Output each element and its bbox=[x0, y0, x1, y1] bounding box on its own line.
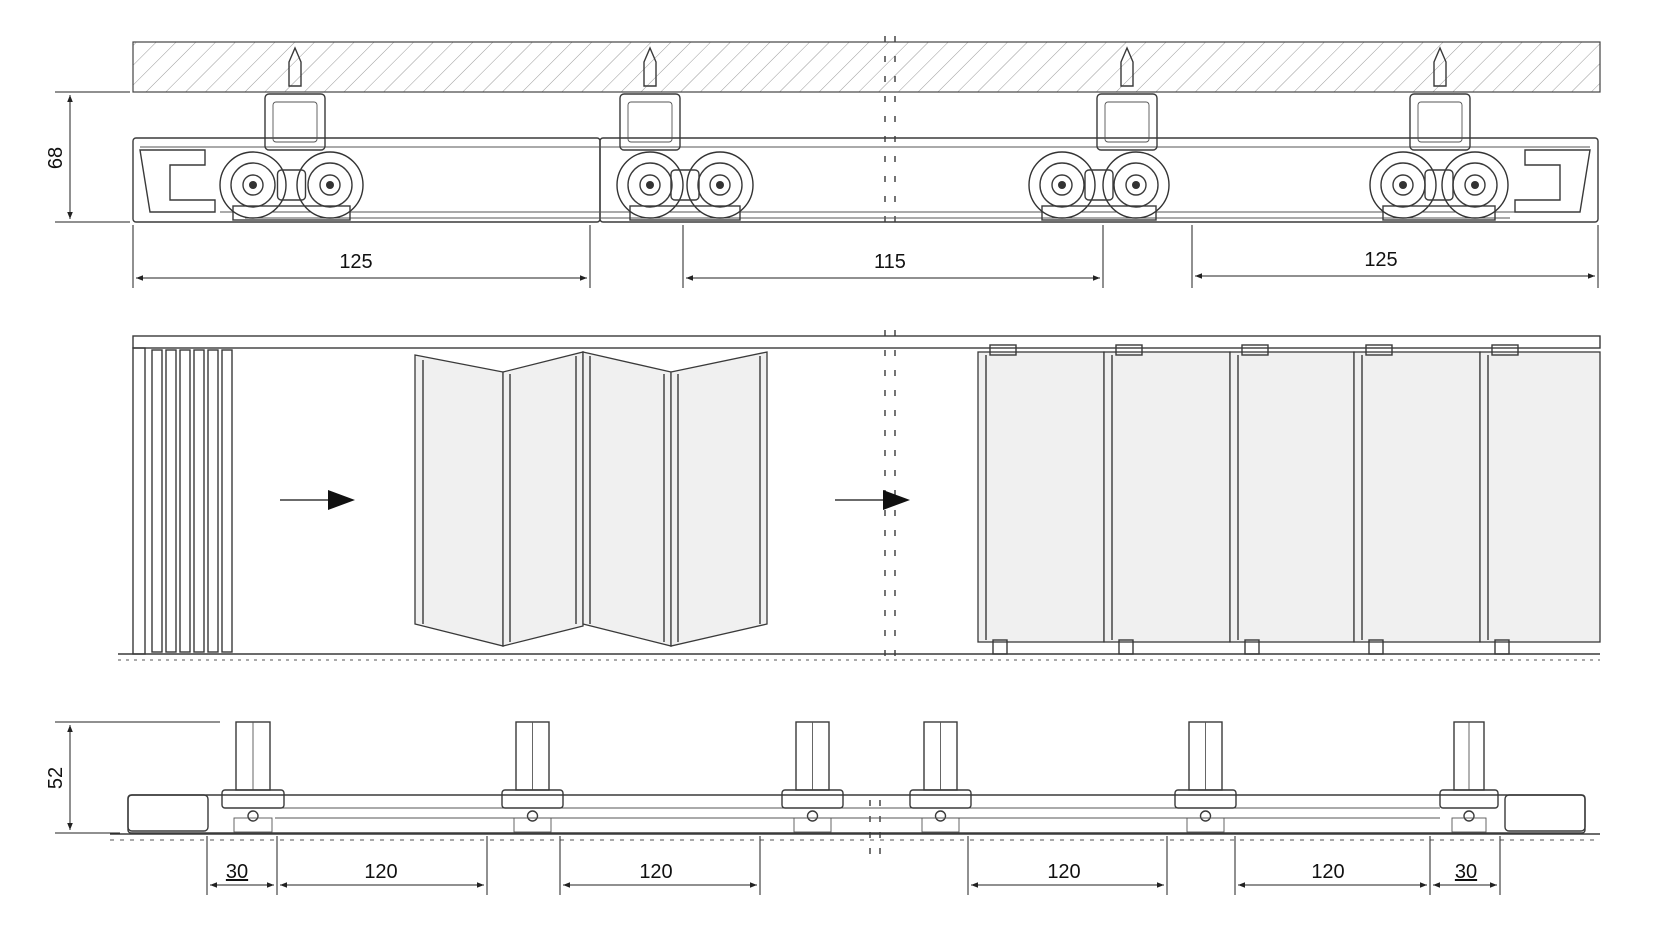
stacked-panel bbox=[179, 349, 191, 653]
bottom-span-label-3: 120 bbox=[639, 861, 672, 883]
top-section bbox=[132, 36, 1601, 225]
bottom-span-label-4: 120 bbox=[1047, 861, 1080, 883]
roller-wheel bbox=[219, 151, 364, 221]
bottom-span-label-6: 30 bbox=[1455, 861, 1477, 883]
arrow-right-icon bbox=[835, 490, 910, 510]
middle-section bbox=[118, 330, 1601, 665]
roller-carriages bbox=[219, 46, 1509, 221]
bottom-span-label-1: 30 bbox=[226, 861, 248, 883]
bottom-section bbox=[110, 721, 1600, 855]
bottom-span-label-5: 120 bbox=[1311, 861, 1344, 883]
extended-panel bbox=[977, 344, 1105, 655]
bottom-height-label: 52 bbox=[45, 767, 67, 789]
roller-wheel bbox=[616, 151, 754, 221]
arrow-right-icon bbox=[280, 490, 355, 510]
top-height-label: 68 bbox=[45, 147, 67, 169]
extended-panel bbox=[1103, 344, 1231, 655]
top-track bbox=[132, 137, 1599, 223]
glass-holder bbox=[1174, 721, 1237, 833]
bottom-span-label-2: 120 bbox=[364, 861, 397, 883]
glass-holder bbox=[1439, 721, 1499, 833]
hanger-bolt bbox=[264, 46, 326, 151]
middle-top-rail bbox=[132, 335, 1601, 349]
stacked-panel bbox=[165, 349, 177, 653]
stacked-panel bbox=[151, 349, 163, 653]
top-span-label-1: 125 bbox=[339, 251, 372, 273]
stacked-panel bbox=[207, 349, 219, 653]
hanger-bolt bbox=[1096, 46, 1158, 151]
roller-wheel bbox=[1369, 151, 1509, 221]
ceiling-slab bbox=[132, 41, 1601, 93]
glass-holder bbox=[221, 721, 285, 833]
extended-panel bbox=[1229, 344, 1355, 655]
stacked-panels bbox=[132, 347, 233, 655]
top-dimensions: 68 125 115 125 bbox=[45, 91, 1599, 288]
glass-holder bbox=[781, 721, 844, 833]
top-span-label-3: 125 bbox=[1364, 249, 1397, 271]
glass-holders bbox=[221, 721, 1499, 833]
glass-holder bbox=[501, 721, 564, 833]
bottom-dimensions: 52 30 120 120 120 120 30 bbox=[45, 721, 1501, 895]
extended-panel bbox=[1353, 344, 1481, 655]
bottom-track bbox=[127, 794, 1586, 834]
hanger-bolt bbox=[619, 46, 681, 151]
hanger-bolt bbox=[1409, 46, 1471, 151]
extended-panels bbox=[977, 344, 1601, 655]
roller-wheel bbox=[1028, 151, 1170, 221]
stacked-panel bbox=[221, 349, 233, 653]
folding-panels bbox=[414, 351, 768, 647]
top-span-label-2: 115 bbox=[874, 251, 906, 273]
glass-holder bbox=[909, 721, 972, 833]
extended-panel bbox=[1479, 344, 1601, 655]
stacked-panel bbox=[193, 349, 205, 653]
